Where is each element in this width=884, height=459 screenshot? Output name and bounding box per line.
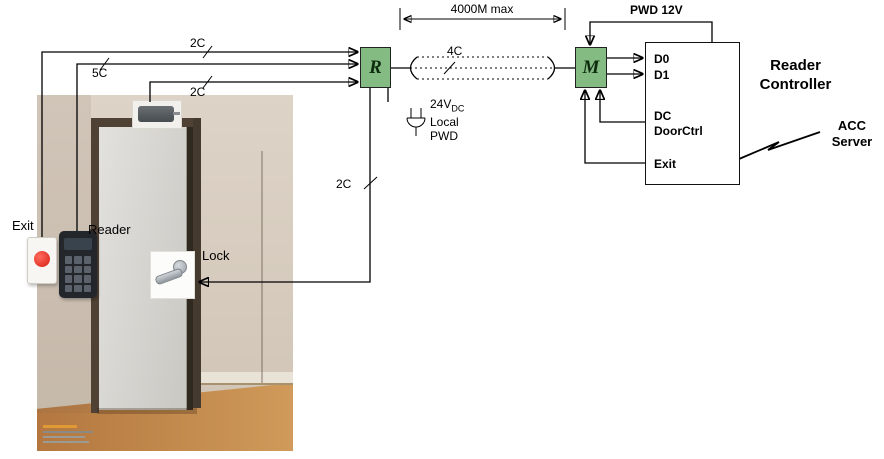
- door-closer-device: [138, 106, 174, 122]
- reader-label: Reader: [88, 222, 131, 237]
- port-doorctrl: DoorCtrl: [654, 124, 703, 138]
- wire-label-exit-2c: 2C: [190, 36, 206, 50]
- card-reader-keypad: [59, 231, 97, 298]
- door-closer-arm: [173, 112, 180, 115]
- door-frame-right: [193, 118, 201, 408]
- wire-dc-doorctrl-to-m: [600, 90, 645, 123]
- port-d0: D0: [654, 52, 670, 66]
- wire-tick: [443, 61, 456, 75]
- photo-caption-marks: [43, 425, 77, 428]
- wire-tick: [363, 176, 378, 190]
- power-plug-icon: [406, 108, 426, 136]
- wall-corner-line: [261, 151, 263, 383]
- exit-label: Exit: [12, 218, 34, 233]
- lock-photo: [151, 252, 194, 298]
- cable-bundle-right-cap: [547, 56, 556, 80]
- node-m-label: M: [582, 56, 600, 78]
- lock-label: Lock: [202, 248, 230, 263]
- reader-screen: [64, 238, 92, 250]
- local-power-label: 24VDC Local PWD: [430, 97, 464, 143]
- acc-server-label: ACC Server: [822, 118, 882, 150]
- measurement-label: 4000M max: [450, 2, 514, 16]
- photo-caption-marks: [43, 441, 89, 443]
- node-r-converter: R: [360, 47, 391, 88]
- exit-button-red-circle: [34, 251, 50, 267]
- reader-controller-title-line2: Controller: [759, 76, 832, 93]
- photo-caption-marks: [43, 436, 85, 438]
- wire-label-reader-5c: 5C: [92, 66, 108, 80]
- local-power-volt: 24VDC: [430, 97, 465, 114]
- port-exit: Exit: [654, 157, 677, 171]
- photo-caption-marks: [43, 431, 93, 433]
- reader-controller-box: D0 D1 DC DoorCtrl Exit: [645, 42, 740, 185]
- exit-button: [27, 237, 57, 284]
- cable-bundle-left-cap: [409, 56, 418, 80]
- node-r-label: R: [369, 56, 382, 78]
- acc-server-link-zigzag: [738, 131, 821, 160]
- reader-controller-title: Reader Controller: [748, 56, 843, 94]
- wire-label-lock-2c: 2C: [336, 177, 352, 191]
- local-power-volt-sub: DC: [451, 103, 465, 114]
- door-closer-photo: [133, 101, 181, 128]
- acc-server-line1: ACC: [837, 118, 867, 133]
- wire-label-closer-2c: 2C: [190, 85, 206, 99]
- local-power-line2: Local: [430, 115, 459, 130]
- local-power-line3: PWD: [430, 129, 458, 144]
- pwd-12v-label: PWD 12V: [630, 3, 683, 17]
- reader-keypad-keys: [65, 256, 91, 292]
- acc-server-line2: Server: [831, 134, 873, 149]
- wire-label-trunk-4c: 4C: [447, 44, 463, 58]
- node-m-converter: M: [575, 47, 607, 88]
- photo-baseboard: [197, 372, 293, 385]
- wire-exit-port-to-m: [585, 90, 645, 164]
- lock-handle: [154, 267, 184, 286]
- door-floor-shadow: [97, 408, 197, 414]
- reader-controller-title-line1: Reader: [770, 57, 821, 74]
- port-dc: DC: [654, 109, 672, 123]
- port-d1: D1: [654, 68, 670, 82]
